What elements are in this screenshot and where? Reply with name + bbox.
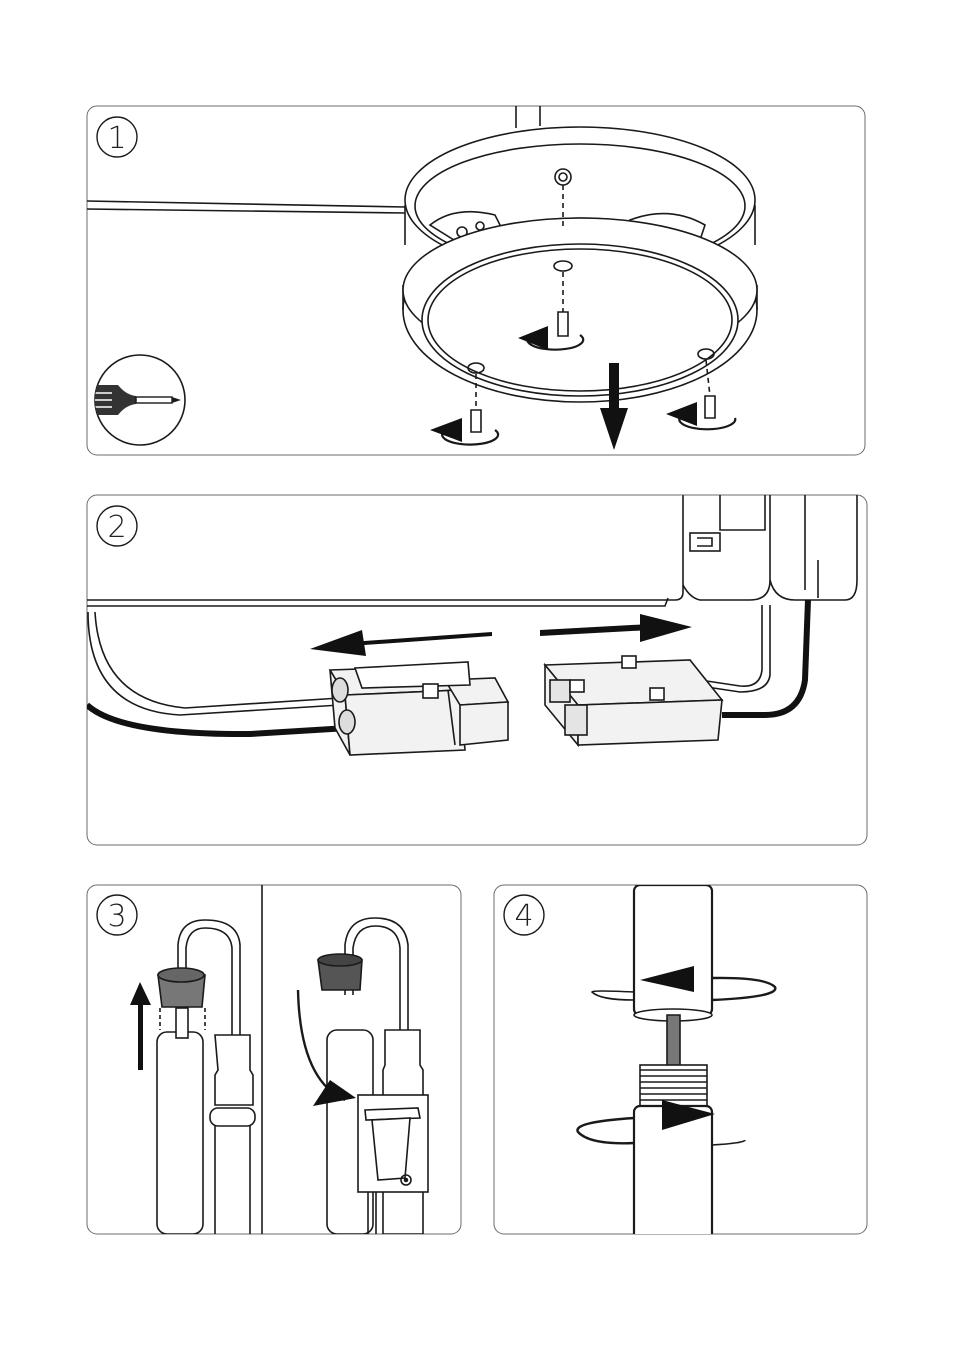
step-badge-4: 4 [504, 895, 544, 935]
connector-female [545, 656, 722, 745]
step-badge-1: 1 [97, 117, 137, 157]
panel-step-1: 1 [87, 106, 865, 455]
step-number-4: 4 [514, 899, 533, 934]
step-number-2: 2 [107, 510, 126, 545]
panel-step-3: 3 [87, 885, 461, 1234]
step-badge-3: 3 [97, 895, 137, 935]
panel-step-2: 2 [87, 495, 867, 845]
panel-step-4: 4 [494, 885, 867, 1246]
step-number-3: 3 [107, 899, 126, 934]
step-number-1: 1 [107, 121, 126, 156]
step-badge-2: 2 [97, 506, 137, 546]
